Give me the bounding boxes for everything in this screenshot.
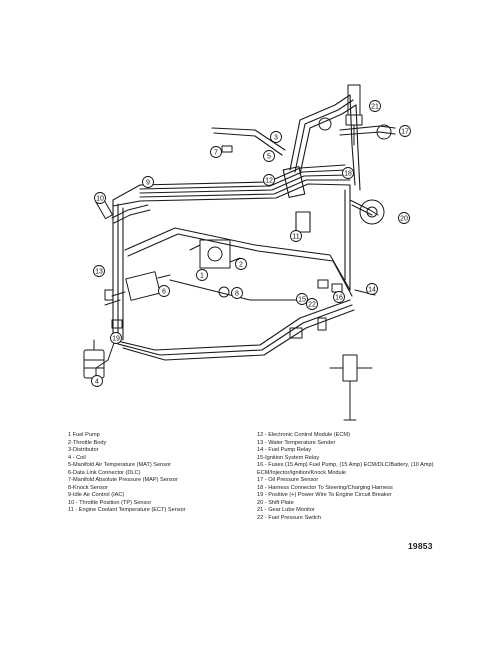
legend-item-13: 13 - Water Temperature Sender (257, 439, 336, 446)
callout-19: 19 (110, 332, 122, 344)
callout-5: 5 (263, 150, 275, 162)
legend-left-column: 1 Fuel Pump 2-Throttle Body 3-Distributo… (68, 432, 186, 515)
legend-item-4: 4 - Coil (68, 454, 86, 461)
callout-14: 14 (366, 283, 378, 295)
callout-8: 8 (231, 287, 243, 299)
callout-17: 17 (399, 125, 411, 137)
fuel-pressure-switch (329, 354, 373, 421)
svg-text:9: 9 (146, 180, 150, 187)
svg-text:12: 12 (265, 178, 273, 185)
callout-22: 22 (306, 298, 318, 310)
svg-text:21: 21 (371, 104, 379, 111)
main-harness-bundle (112, 164, 351, 341)
fuel-pump (111, 271, 171, 301)
svg-text:15: 15 (298, 297, 306, 304)
branch-right (349, 199, 379, 296)
callout-1: 1 (196, 269, 208, 281)
legend-item-3: 3-Distributor (68, 447, 99, 454)
legend-item-5: 5-Manifold Air Temperature (MAT) Sensor (68, 462, 172, 469)
callout-7: 7 (210, 146, 222, 158)
svg-text:5: 5 (267, 154, 271, 161)
legend-item-17: 17 - Oil Pressure Sensor (257, 477, 319, 484)
lower-harness-loop (112, 184, 355, 361)
legend-item-22: 22 - Fuel Pressure Switch (257, 515, 322, 522)
svg-text:7: 7 (214, 150, 218, 157)
branch-coil (95, 299, 121, 381)
svg-text:17: 17 (401, 129, 409, 136)
wiring-harness-diagram: 1 2 3 4 5 6 7 (83, 84, 411, 421)
legend-item-18: 18 - Harness Connector To Steering/Charg… (257, 484, 393, 491)
svg-text:22: 22 (308, 302, 316, 309)
callout-markers: 1 2 3 4 5 6 7 (91, 100, 411, 387)
callout-9: 9 (142, 176, 154, 188)
svg-text:11: 11 (292, 234, 299, 241)
figure-number: 19853 (408, 541, 433, 551)
legend-item-2: 2-Throttle Body (68, 439, 107, 446)
water-temp-sender (318, 117, 392, 140)
legend-item-16: 16 - Fuses (15 Amp) Fuel Pump, (15 Amp) … (257, 462, 434, 476)
svg-text:13: 13 (95, 269, 103, 276)
relays (289, 279, 343, 339)
callout-20: 20 (398, 212, 410, 224)
coil-cylinder (83, 339, 105, 379)
callout-10: 10 (94, 192, 106, 204)
callout-2: 2 (235, 258, 247, 270)
svg-text:6: 6 (162, 289, 166, 296)
shift-plate (359, 199, 385, 225)
svg-text:10: 10 (96, 196, 104, 203)
callout-15: 15 (296, 293, 308, 305)
legend-item-19: 19 - Positive (+) Power Wire To Engine C… (257, 492, 392, 499)
callout-6: 6 (158, 285, 170, 297)
svg-text:3: 3 (274, 135, 278, 142)
ecm-module (282, 166, 311, 233)
svg-text:18: 18 (344, 171, 352, 178)
callout-18: 18 (342, 167, 354, 179)
legend-item-12: 12 - Electronic Control Module (ECM) (257, 432, 350, 438)
callout-3: 3 (270, 131, 282, 143)
throttle-body (189, 239, 241, 269)
legend-item-6: 6-Data Link Connector (DLC) (68, 469, 141, 476)
callout-4: 4 (91, 375, 103, 387)
branch-tp-sensor (111, 204, 151, 224)
svg-text:20: 20 (400, 216, 408, 223)
gear-lube-monitor (345, 84, 363, 146)
legend-item-8: 8-Knock Sensor (68, 484, 108, 491)
svg-text:8: 8 (235, 291, 239, 298)
callout-13: 13 (93, 265, 105, 277)
legend-item-21: 21 - Gear Lube Monitor (257, 507, 315, 514)
svg-text:4: 4 (95, 379, 99, 386)
svg-text:14: 14 (368, 287, 376, 294)
legend-item-15: 15-Ignition System Relay (257, 454, 320, 461)
svg-text:16: 16 (335, 295, 343, 302)
callout-16: 16 (333, 291, 345, 303)
svg-text:1: 1 (200, 273, 204, 280)
callout-21: 21 (369, 100, 381, 112)
legend-item-10: 10 - Throttle Position (TP) Sensor (68, 499, 152, 506)
svg-text:2: 2 (239, 262, 243, 269)
svg-text:19: 19 (112, 336, 120, 343)
callout-11: 11 (290, 230, 302, 242)
connectors (95, 145, 233, 329)
callout-12: 12 (263, 174, 275, 186)
legend-item-7: 7-Manifold Absolute Pressure (MAP) Senso… (68, 477, 178, 484)
legend-item-9: 9-Idle Air Control (IAC) (68, 492, 125, 499)
legend-item-20: 20 - Shift Plate (257, 499, 294, 506)
legend-item-1: 1 Fuel Pump (68, 432, 100, 438)
legend-right-column: 12 - Electronic Control Module (ECM) 13 … (257, 432, 489, 523)
legend-item-14: 14 - Fuel Pump Relay (257, 447, 312, 454)
legend-item-11: 11 - Engine Coolant Temperature (ECT) Se… (68, 507, 186, 514)
